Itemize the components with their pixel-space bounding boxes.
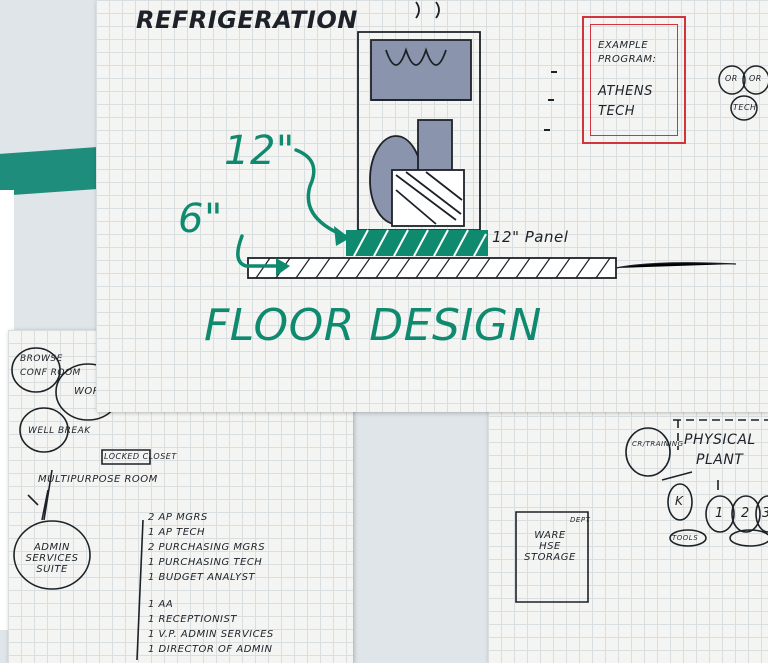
refrigeration-sketch: [236, 1, 737, 279]
room-break: WELL BREAK: [28, 426, 91, 436]
room-multipurpose: MULTIPURPOSE ROOM: [38, 474, 158, 485]
room-conf: CONF ROOM: [20, 368, 81, 378]
dimension-12-inch: 12": [224, 128, 295, 174]
bay-3: 3: [762, 506, 768, 521]
example-line-4: TECH: [598, 104, 636, 119]
example-program-box: EXAMPLE PROGRAM: ATHENS TECH: [582, 16, 686, 144]
room-admin-suite: ADMIN SERVICES SUITE: [25, 542, 79, 575]
staff-line: 1 RECEPTIONIST: [148, 614, 237, 625]
physical-plant-sheet: PHYSICAL PLANT CR/TRAINING TOOLS WARE HS…: [488, 390, 768, 663]
top-right-bubbles: [718, 65, 768, 121]
staff-line: 1 AP TECH: [148, 527, 206, 538]
label-dept: DEPT: [570, 516, 591, 524]
staff-line: 1 V.P. ADMIN SERVICES: [148, 629, 274, 640]
example-line-2: PROGRAM:: [598, 54, 657, 65]
staff-line: 1 AA: [148, 599, 174, 610]
staff-line: 1 BUDGET ANALYST: [148, 572, 256, 583]
room-browse: BROWSE: [20, 354, 63, 364]
staff-line: 1 PURCHASING TECH: [148, 557, 263, 568]
dimension-6-inch: 6": [178, 196, 223, 242]
sketch-title: REFRIGERATION: [136, 6, 358, 34]
staff-list: 2 AP MGRS 1 AP TECH 2 PURCHASING MGRS 1 …: [148, 510, 274, 657]
label-warehouse: WARE HSE STORAGE: [524, 530, 576, 563]
staff-line: 2 AP MGRS: [148, 512, 208, 523]
label-physical: PHYSICAL: [684, 432, 756, 448]
bay-k: K: [675, 494, 684, 508]
floor-design-label: FLOOR DESIGN: [204, 300, 542, 351]
bubble-tech: TECH: [733, 103, 757, 112]
staff-line: 1 DIRECTOR OF ADMIN: [148, 644, 273, 655]
raised-floor-note: 12" Panel: [492, 228, 569, 246]
label-plant: PLANT: [696, 452, 744, 468]
bubble-or-1: OR: [725, 74, 738, 83]
example-line-3: ATHENS: [598, 84, 653, 99]
room-closet: LOCKED CLOSET: [104, 452, 177, 461]
bay-1: 1: [715, 506, 724, 521]
bubble-or-2: OR: [749, 74, 762, 83]
label-tools: TOOLS: [672, 534, 699, 542]
bay-2: 2: [741, 506, 750, 521]
label-cr-training: CR/TRAINING: [632, 440, 684, 448]
floor-design-sheet: REFRIGERATION: [96, 0, 768, 412]
admin-sketch-sheet: BROWSE CONF ROOM WORK WELL BREAK LOCKED …: [8, 330, 353, 663]
example-line-1: EXAMPLE: [598, 40, 649, 51]
physical-plant-diagram: [515, 419, 768, 603]
room-work: WORK: [74, 386, 108, 397]
staff-line: 2 PURCHASING MGRS: [148, 542, 266, 553]
teal-band: [0, 146, 110, 196]
admin-bubble-diagram: [11, 347, 151, 661]
